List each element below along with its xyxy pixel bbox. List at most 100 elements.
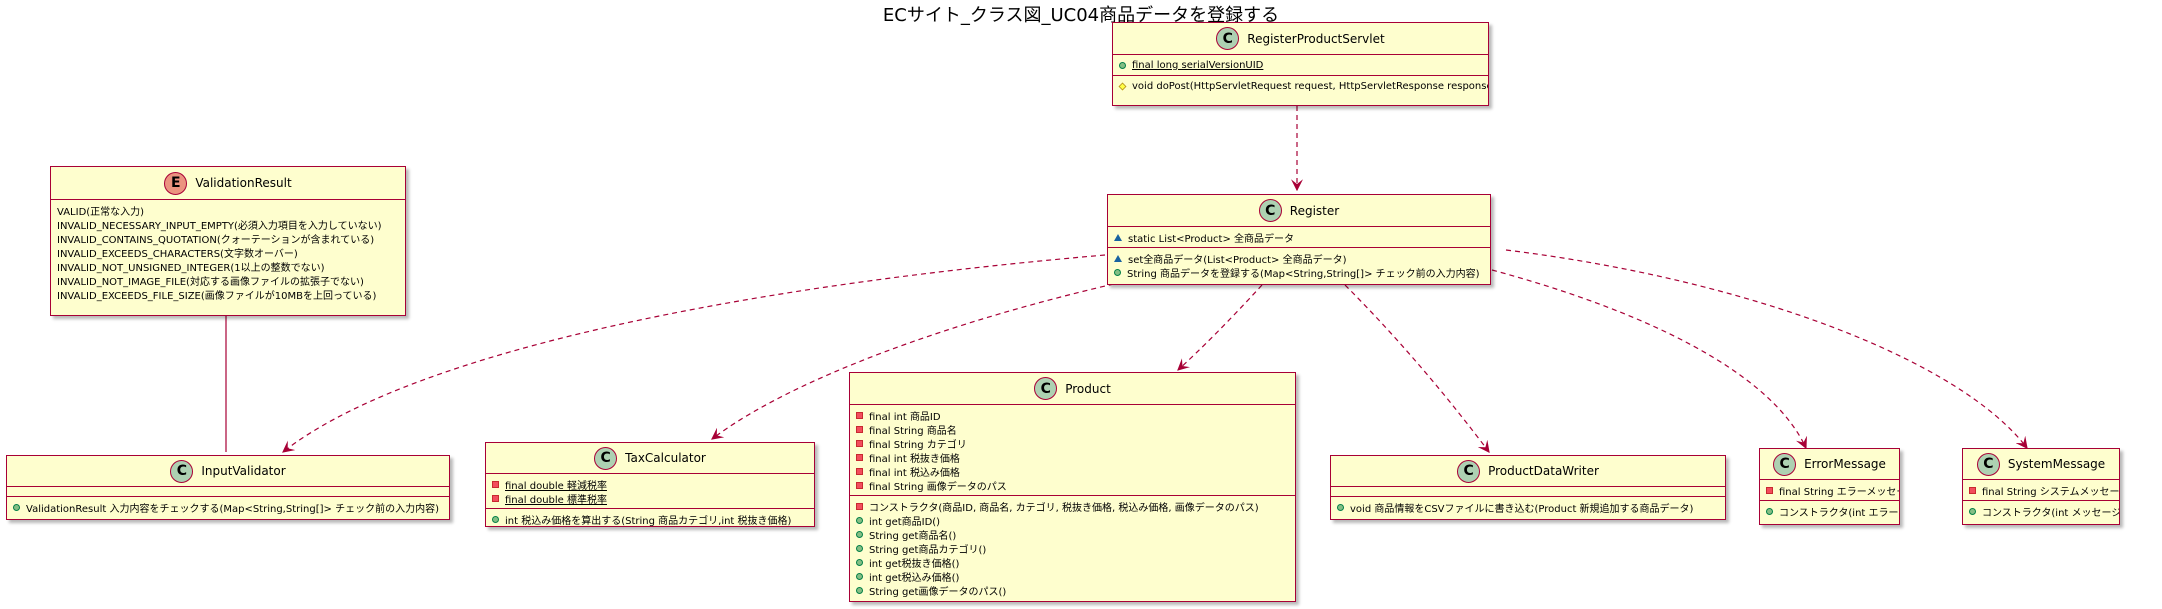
field-section	[1331, 487, 1725, 496]
method-row: void 商品情報をCSVファイルに書き込む(Product 新規追加する商品デ…	[1337, 500, 1719, 515]
public-icon	[1766, 507, 1773, 515]
method-section: void doPost(HttpServletRequest request, …	[1113, 75, 1488, 96]
class-systemmessage[interactable]: C SystemMessage final String システムメッセージ コ…	[1962, 448, 2120, 525]
public-icon	[1337, 503, 1344, 511]
field-section: final int 商品ID final String 商品名 final St…	[850, 405, 1295, 495]
private-icon	[856, 467, 863, 475]
link-register-productdatawriter	[1344, 284, 1490, 453]
class-errormessage[interactable]: C ErrorMessage final String エラーメッセージ コンス…	[1759, 448, 1900, 525]
enum-value: VALID(正常な入力)	[57, 206, 145, 218]
private-icon	[856, 439, 863, 447]
private-icon	[856, 425, 863, 433]
field-section	[7, 487, 449, 496]
field-section: final long serialVersionUID	[1113, 55, 1488, 75]
enum-value: INVALID_EXCEEDS_FILE_SIZE(画像ファイルが10MBを上回…	[57, 290, 377, 302]
class-name: Register	[1289, 203, 1340, 218]
private-icon	[1969, 486, 1976, 494]
method-row: String 商品データを登録する(Map<String,String[]> チ…	[1114, 265, 1484, 280]
field-section: final String エラーメッセージ	[1760, 480, 1899, 500]
enum-validationresult[interactable]: E ValidationResult VALID(正常な入力) INVALID_…	[50, 166, 406, 316]
public-static-icon	[1119, 61, 1126, 69]
method-section: コンストラクタ(商品ID, 商品名, カテゴリ, 税抜き価格, 税込み価格, 画…	[850, 495, 1295, 600]
enum-value: INVALID_CONTAINS_QUOTATION(クォーテーションが含まれて…	[57, 234, 375, 246]
private-icon	[856, 502, 863, 510]
class-stereotype-icon: C	[1034, 377, 1058, 400]
class-stereotype-icon: C	[170, 459, 194, 483]
public-icon	[13, 503, 20, 511]
public-icon	[856, 572, 863, 580]
class-name: TaxCalculator	[625, 451, 706, 465]
private-icon	[856, 453, 863, 461]
field-row: final double 軽減税率	[492, 477, 808, 492]
class-register[interactable]: C Register static List<Product> 全商品データ s…	[1107, 194, 1491, 285]
public-icon	[856, 516, 863, 524]
field-row: final double 標準税率	[492, 491, 808, 506]
class-name: SystemMessage	[2007, 457, 2106, 471]
class-registerproductservlet[interactable]: C RegisterProductServlet final long seri…	[1112, 22, 1489, 106]
method-row: コンストラクタ(int メッセージID)	[1969, 504, 2119, 519]
public-icon	[856, 558, 863, 566]
method-row: int get税込み価格()	[856, 569, 1289, 584]
method-row: ValidationResult 入力内容をチェックする(Map<String,…	[13, 500, 443, 515]
link-register-product	[1177, 284, 1263, 371]
link-register-taxcalculator	[711, 277, 1141, 440]
method-row: String get画像データのパス()	[856, 583, 1289, 598]
class-stereotype-icon: C	[1976, 452, 2000, 476]
method-row: コンストラクタ(int エラーID)	[1766, 504, 1899, 519]
class-product[interactable]: C Product final int 商品ID final String 商品…	[849, 372, 1296, 602]
method-row: コンストラクタ(商品ID, 商品名, カテゴリ, 税抜き価格, 税込み価格, 画…	[856, 499, 1289, 514]
class-stereotype-icon: C	[594, 446, 618, 470]
method-section: void 商品情報をCSVファイルに書き込む(Product 新規追加する商品デ…	[1331, 496, 1725, 517]
package-visibility-icon	[1114, 233, 1122, 241]
protected-icon	[1118, 82, 1127, 90]
class-productdatawriter[interactable]: C ProductDataWriter void 商品情報をCSVファイルに書き…	[1330, 455, 1726, 520]
enum-stereotype-icon: E	[164, 171, 188, 195]
method-row: int get税抜き価格()	[856, 555, 1289, 570]
class-inputvalidator[interactable]: C InputValidator ValidationResult 入力内容をチ…	[6, 455, 450, 520]
method-row: String get商品名()	[856, 527, 1289, 542]
field-row: final int 商品ID	[856, 408, 1289, 423]
class-stereotype-icon: C	[1216, 27, 1240, 50]
method-section: コンストラクタ(int メッセージID)	[1963, 500, 2119, 521]
enum-value: INVALID_EXCEEDS_CHARACTERS(文字数オーバー)	[57, 248, 298, 260]
package-visibility-icon	[1114, 254, 1122, 262]
method-row: int get商品ID()	[856, 513, 1289, 528]
private-icon	[856, 481, 863, 489]
field-row: final String 画像データのパス	[856, 478, 1289, 493]
class-stereotype-icon: C	[1457, 459, 1481, 483]
enum-value: INVALID_NOT_IMAGE_FILE(対応する画像ファイルの拡張子でない…	[57, 276, 364, 288]
field-row: final long serialVersionUID	[1119, 58, 1482, 72]
class-stereotype-icon: C	[1773, 452, 1797, 476]
class-name: Product	[1065, 381, 1111, 396]
field-row: final int 税込み価格	[856, 464, 1289, 479]
field-row: final int 税抜き価格	[856, 450, 1289, 465]
link-register-inputvalidator	[282, 254, 1106, 453]
private-static-icon	[492, 480, 499, 488]
class-taxcalculator[interactable]: C TaxCalculator final double 軽減税率 final …	[485, 442, 815, 527]
field-section: final String システムメッセージ	[1963, 480, 2119, 500]
method-section: set全商品データ(List<Product> 全商品データ) String 商…	[1108, 247, 1490, 282]
enum-value: INVALID_NOT_UNSIGNED_INTEGER(1以上の整数でない)	[57, 262, 325, 274]
field-section: static List<Product> 全商品データ	[1108, 227, 1490, 247]
enum-values-section: VALID(正常な入力) INVALID_NECESSARY_INPUT_EMP…	[51, 200, 405, 304]
class-stereotype-icon: C	[1258, 199, 1282, 222]
public-icon	[1114, 268, 1121, 276]
enum-value: INVALID_NECESSARY_INPUT_EMPTY(必須入力項目を入力し…	[57, 220, 382, 232]
field-section: final double 軽減税率 final double 標準税率	[486, 474, 814, 508]
method-section: int 税込み価格を算出する(String 商品カテゴリ,int 税抜き価格)	[486, 508, 814, 526]
method-row: set全商品データ(List<Product> 全商品データ)	[1114, 251, 1484, 266]
class-name: ErrorMessage	[1804, 457, 1886, 471]
class-name: InputValidator	[201, 464, 286, 478]
private-icon	[1766, 486, 1773, 494]
class-name: ProductDataWriter	[1488, 464, 1599, 478]
class-name: ValidationResult	[195, 176, 292, 190]
public-icon	[856, 544, 863, 552]
method-row: int 税込み価格を算出する(String 商品カテゴリ,int 税抜き価格)	[492, 512, 808, 526]
method-section: コンストラクタ(int エラーID)	[1760, 500, 1899, 521]
field-row: static List<Product> 全商品データ	[1114, 230, 1484, 245]
link-register-errormessage	[1491, 269, 1807, 450]
field-row: final String 商品名	[856, 422, 1289, 437]
public-icon	[1969, 507, 1976, 515]
method-row: String get商品カテゴリ()	[856, 541, 1289, 556]
